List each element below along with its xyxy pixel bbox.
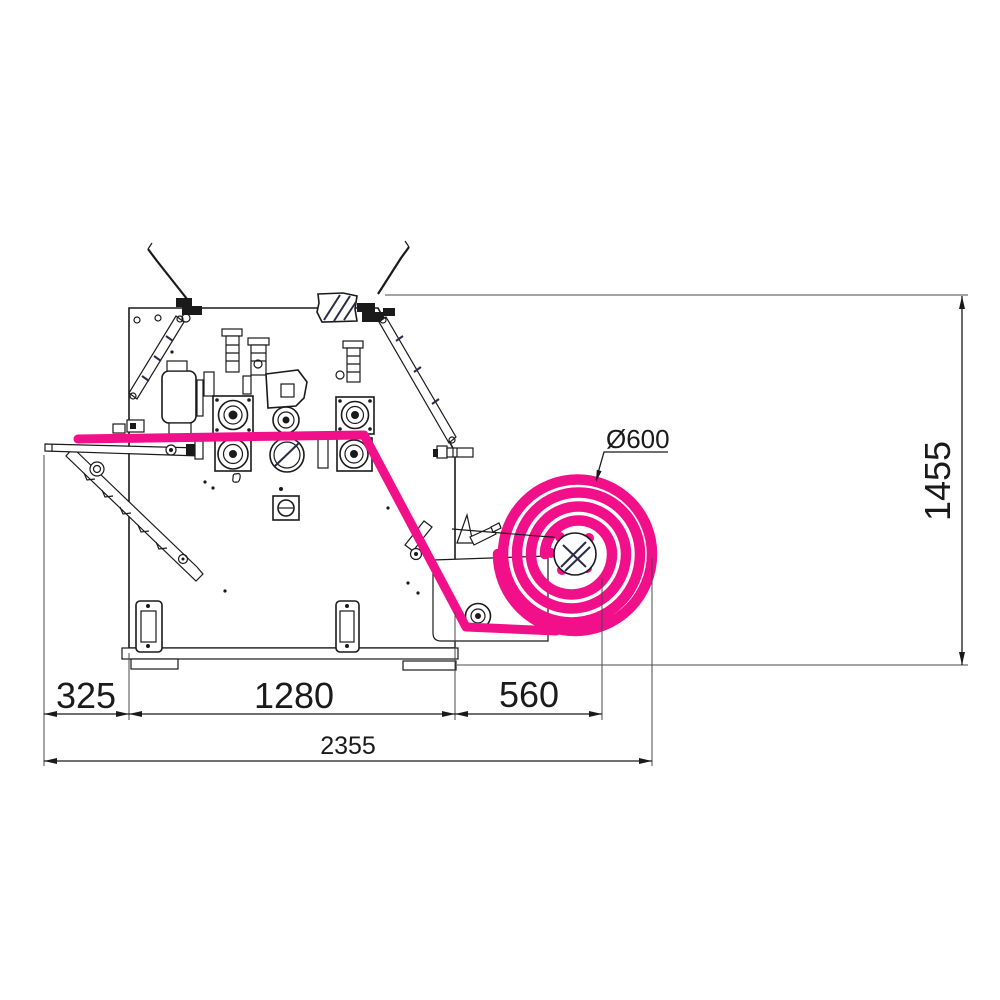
dim-label-tray-overhang: 325 — [56, 675, 116, 716]
infeed-tray — [44, 419, 204, 582]
dim-label-body-width: 1280 — [254, 675, 334, 716]
foot-left — [130, 658, 179, 670]
roll-core-hatch — [560, 541, 591, 572]
web-path — [73, 430, 658, 637]
motor-block — [161, 360, 204, 438]
gas-strut-left — [128, 315, 185, 400]
strut-end-bracket — [433, 445, 474, 459]
gas-strut-right — [378, 316, 457, 444]
tension-pin — [232, 472, 241, 483]
edge-clamp-bracket — [112, 419, 145, 434]
tray-support — [65, 447, 204, 582]
dimension-bottom-chain: 325 1280 560 — [43, 455, 653, 766]
unwind-arm-right — [357, 240, 410, 322]
dim-label-roll-diameter: Ø600 — [606, 424, 670, 454]
base-plate — [121, 647, 459, 660]
roll-core — [553, 532, 597, 576]
foot-right — [402, 660, 457, 671]
slot-left — [135, 600, 163, 653]
unwind-arms — [147, 240, 410, 323]
web-line — [73, 430, 561, 636]
dim-label-total-height: 1455 — [917, 441, 958, 521]
dim-label-total-width: 2355 — [320, 732, 376, 760]
tray-bar — [44, 440, 204, 460]
hatched-splice-block — [316, 292, 358, 323]
frame-holes — [133, 314, 439, 595]
dim-label-rewinder-width: 560 — [499, 674, 559, 715]
print-station-1 — [203, 328, 254, 472]
machine-frame — [121, 292, 459, 671]
dimension-total-height: 1455 — [385, 294, 968, 666]
print-station-2 — [247, 337, 308, 473]
dimension-roll-diameter: Ø600 — [595, 424, 670, 482]
hub-reference-line — [451, 528, 564, 539]
sensor-box — [272, 487, 300, 521]
unwind-arm-left — [147, 242, 202, 323]
slot-right — [335, 600, 360, 653]
dimension-total-width: 2355 — [44, 732, 652, 764]
print-stations — [161, 328, 375, 521]
gas-struts — [128, 315, 474, 459]
label-roll-spiral — [492, 474, 658, 637]
